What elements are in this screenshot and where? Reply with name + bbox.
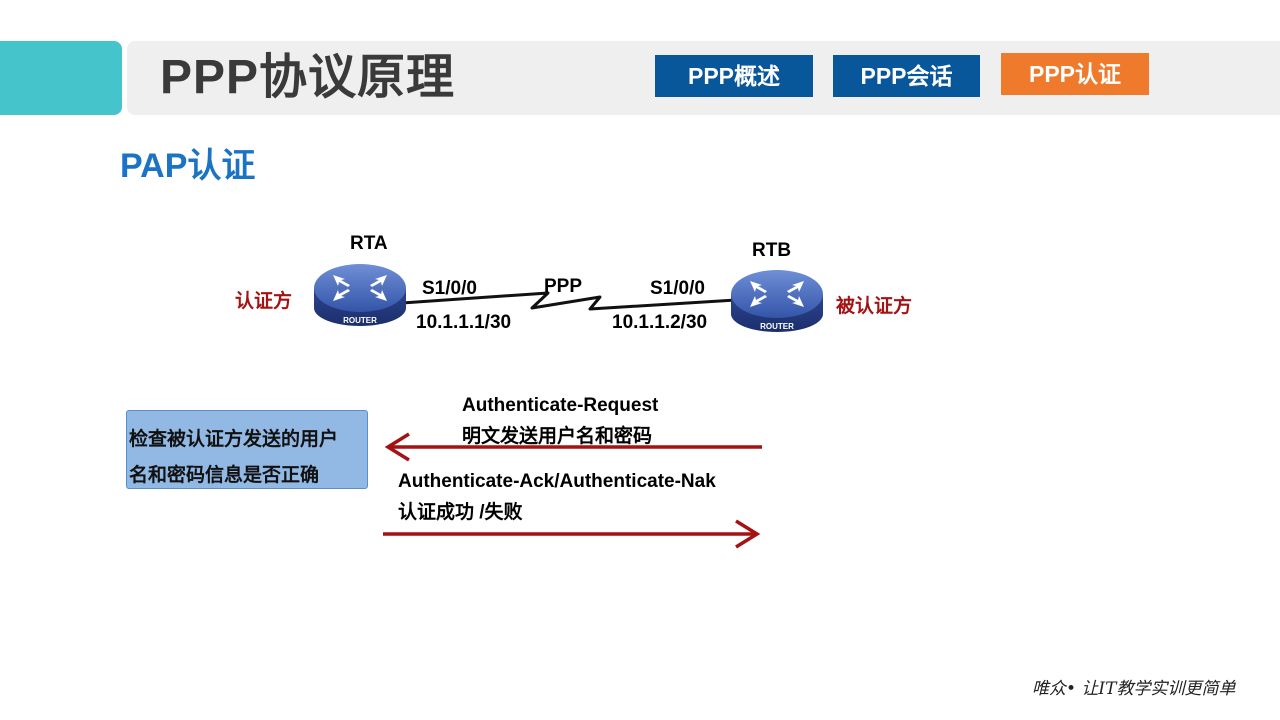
- header-accent-block: [0, 41, 122, 115]
- response-message-desc: 认证成功 /失败: [398, 502, 523, 523]
- footer-slogan: 唯众• 让IT教学实训更简单: [1032, 679, 1236, 699]
- tab-ppp-session[interactable]: PPP会话: [833, 55, 980, 97]
- verification-note-line2: 名和密码信息是否正确: [129, 465, 320, 486]
- router-rtb-badge: ROUTER: [760, 322, 794, 331]
- rta-name: RTA: [350, 233, 388, 254]
- section-title: PAP认证: [120, 147, 256, 185]
- rtb-role-label: 被认证方: [836, 296, 913, 317]
- tab-ppp-auth[interactable]: PPP认证: [1001, 53, 1149, 95]
- response-arrow: [383, 519, 761, 549]
- rtb-name: RTB: [752, 240, 792, 261]
- rta-role-label: 认证方: [235, 291, 293, 312]
- rta-ip: 10.1.1.1/30: [416, 312, 512, 333]
- verification-note-box: 检查被认证方发送的用户 名和密码信息是否正确: [126, 410, 368, 489]
- link-protocol-label: PPP: [544, 276, 583, 297]
- rta-interface: S1/0/0: [422, 278, 477, 299]
- tab-ppp-overview[interactable]: PPP概述: [655, 55, 813, 97]
- request-message-desc: 明文发送用户名和密码: [462, 426, 653, 447]
- response-message-title: Authenticate-Ack/Authenticate-Nak: [398, 471, 716, 492]
- router-rta-badge: ROUTER: [343, 316, 377, 325]
- slide-title: PPP协议原理: [160, 51, 456, 104]
- request-arrow: [384, 432, 762, 462]
- request-message-title: Authenticate-Request: [462, 395, 659, 416]
- rtb-interface: S1/0/0: [650, 278, 705, 299]
- verification-note-line1: 检查被认证方发送的用户: [129, 429, 339, 450]
- rtb-ip: 10.1.1.2/30: [612, 312, 708, 333]
